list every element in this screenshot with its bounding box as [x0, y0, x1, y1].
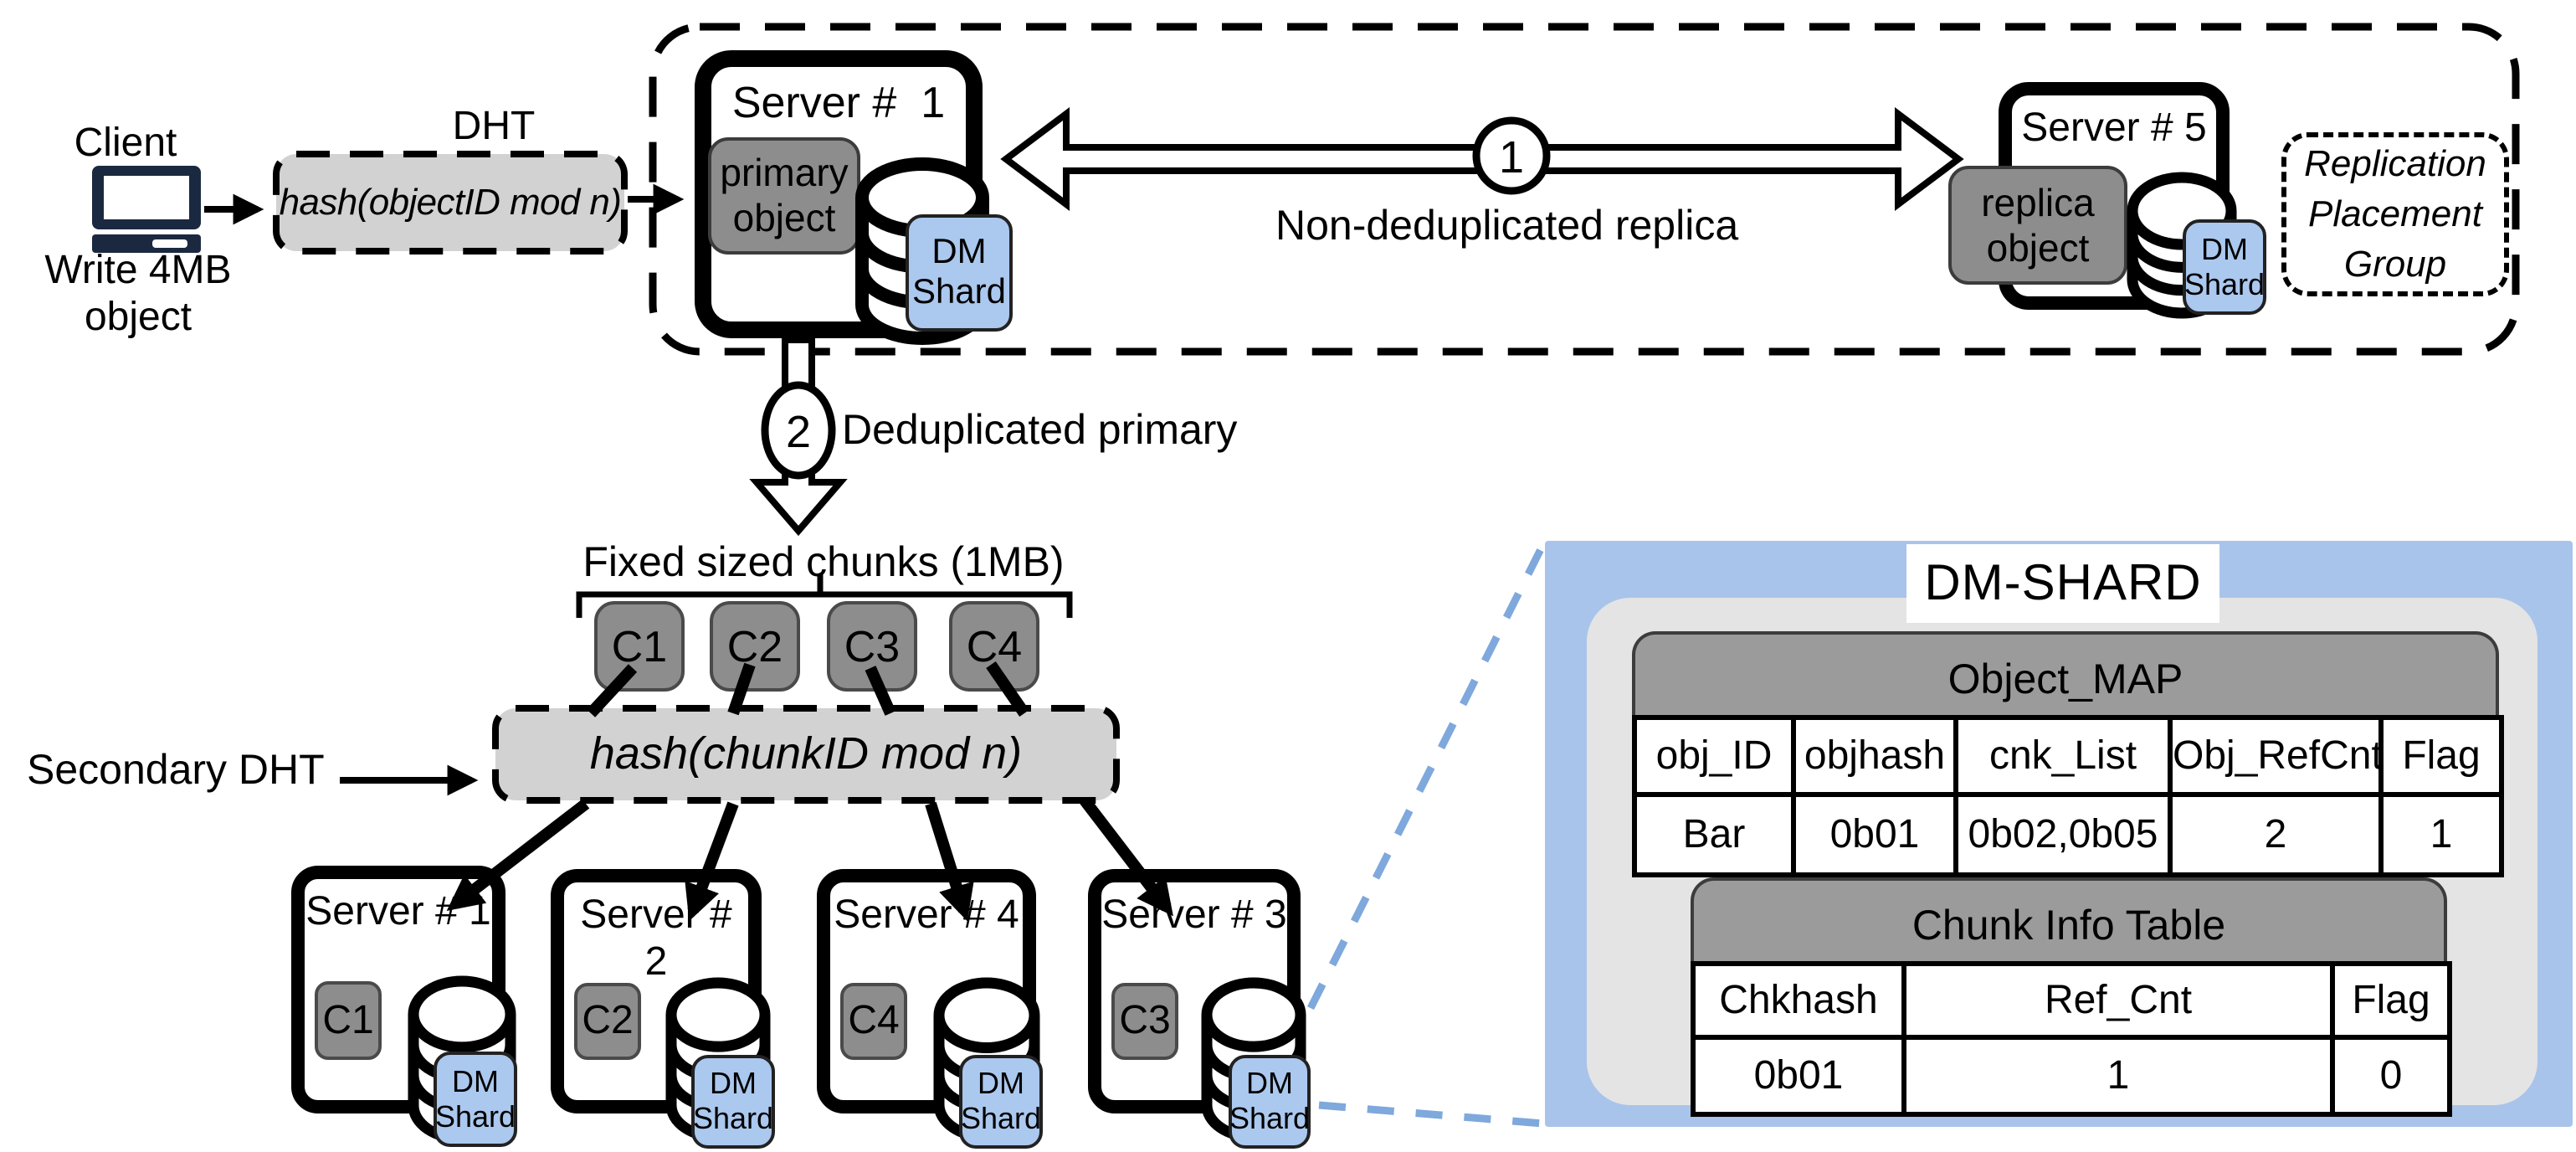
object-map-col-flag: Flag — [2378, 715, 2504, 797]
step2-label: Deduplicated primary — [842, 407, 1238, 454]
replication-group-line3: Group — [2343, 243, 2447, 285]
step2-badge-circle — [761, 381, 836, 480]
fixed-chunks-label: Fixed sized chunks (1MB) — [582, 539, 1065, 586]
chunk-info-col-flag: Flag — [2330, 961, 2452, 1040]
step2-badge: 2 — [786, 407, 811, 457]
shard-line2: Shard — [960, 1102, 1042, 1135]
primary-object-box: primary object — [708, 137, 860, 255]
client-write-line1: Write 4MB — [44, 248, 232, 293]
chunk-info-table: Chkhash Ref_Cnt Flag 0b01 1 0 — [1691, 961, 2452, 1117]
chunk-info-col-ref-cnt: Ref_Cnt — [1901, 961, 2335, 1040]
chunk-server-4-chunk: C4 — [840, 983, 907, 1060]
replica-object-line2: object — [1986, 225, 2090, 269]
step1-badge: 1 — [1499, 132, 1524, 183]
replication-group-dashed-container — [649, 23, 2520, 356]
replica-dm-shard-line1: DM — [2201, 232, 2248, 265]
object-map-header-row: obj_ID objhash cnk_List Obj_RefCnt Flag — [1632, 715, 2504, 797]
object-map-col-obj-refcnt: Obj_RefCnt — [2168, 715, 2384, 797]
chunk-server-2-dm-shard: DM Shard — [691, 1055, 775, 1149]
dm-shard-panel-title: DM-SHARD — [1906, 544, 2219, 623]
chunk-server-3-dm-shard: DM Shard — [1229, 1055, 1311, 1149]
chunk-info-title-bar: Chunk Info Table — [1691, 877, 2447, 961]
chunk-info-cell-ref-cnt: 1 — [1901, 1035, 2335, 1117]
chunk-c3-box: C3 — [827, 601, 917, 692]
object-map-col-cnk-list: cnk_List — [1953, 715, 2173, 797]
primary-dm-shard-line1: DM — [931, 233, 987, 271]
zoom-callout-line-bottom — [1318, 1101, 1544, 1128]
replication-group-line1: Replication — [2304, 142, 2486, 184]
primary-dht-label: DHT — [452, 104, 536, 149]
chunk-server-4-dm-shard: DM Shard — [959, 1055, 1043, 1149]
object-map-cell-obj-refcnt: 2 — [2168, 792, 2384, 877]
step1-label: Non-deduplicated replica — [1275, 203, 1739, 249]
replication-placement-group-box: Replication Placement Group — [2281, 132, 2509, 296]
shard-line1: DM — [978, 1067, 1024, 1100]
shard-line1: DM — [452, 1064, 499, 1098]
object-map-cell-flag: 1 — [2378, 792, 2504, 877]
chunk-info-col-chkhash: Chkhash — [1691, 961, 1906, 1040]
replication-group-line2: Placement — [2308, 193, 2482, 234]
secondary-dht-label: Secondary DHT — [27, 747, 325, 794]
replica-object-line1: replica — [1981, 180, 2095, 224]
chunk-bracket — [576, 574, 1073, 618]
chunk-info-data-row: 0b01 1 0 — [1691, 1035, 2452, 1117]
shard-line1: DM — [710, 1067, 757, 1100]
primary-dht-function: hash(objectID mod n) — [279, 181, 622, 223]
shard-line2: Shard — [434, 1099, 516, 1133]
object-map-cell-cnk-list: 0b02,0b05 — [1953, 792, 2173, 877]
primary-object-line1: primary — [720, 151, 849, 194]
client-write-line2: object — [84, 295, 192, 340]
shard-line2: Shard — [692, 1102, 774, 1135]
object-map-table: obj_ID objhash cnk_List Obj_RefCnt Flag … — [1632, 715, 2504, 877]
replica-dm-shard-line2: Shard — [2183, 267, 2266, 301]
chunk-info-cell-chkhash: 0b01 — [1691, 1035, 1906, 1117]
client-write-label: Write 4MB object — [8, 248, 268, 342]
chunk-server-3-title: Server # 3 — [1101, 892, 1287, 938]
hash-to-server-arrows — [446, 796, 1173, 922]
object-map-cell-objhash: 0b01 — [1791, 792, 1958, 877]
secondary-dht-hash-box — [492, 705, 1120, 804]
shard-line2: Shard — [1229, 1102, 1311, 1135]
replica-dm-shard-box: DM Shard — [2183, 219, 2266, 315]
replica-server-title: Server # 5 — [2021, 105, 2207, 151]
object-map-cell-obj-id: Bar — [1632, 792, 1796, 877]
chunk-server-3-chunk: C3 — [1111, 983, 1178, 1060]
primary-dht-hash-box — [273, 151, 628, 255]
client-computer-icon — [92, 166, 201, 253]
chunk-server-1-chunk: C1 — [315, 981, 382, 1060]
primary-server-title: Server # 1 — [731, 77, 946, 127]
object-map-col-obj-id: obj_ID — [1632, 715, 1796, 797]
step1-badge-circle — [1472, 116, 1551, 195]
chunk-server-2-chunk: C2 — [574, 983, 641, 1060]
chunk-to-hash-connectors — [586, 661, 1029, 717]
secondary-dht-function: hash(chunkID mod n) — [589, 728, 1023, 779]
chunk-server-4-title: Server # 4 — [834, 892, 1019, 938]
replica-object-box: replica object — [1948, 166, 2127, 285]
chunk-info-cell-flag: 0 — [2330, 1035, 2452, 1117]
chunk-server-1-dm-shard: DM Shard — [434, 1052, 517, 1147]
object-map-title-bar: Object_MAP — [1632, 631, 2499, 715]
primary-dm-shard-box: DM Shard — [906, 214, 1013, 332]
object-map-col-objhash: objhash — [1791, 715, 1958, 797]
primary-object-line2: object — [732, 196, 836, 239]
primary-dm-shard-line2: Shard — [911, 273, 1007, 311]
client-label: Client — [74, 121, 177, 166]
object-map-data-row: Bar 0b01 0b02,0b05 2 1 — [1632, 792, 2504, 877]
chunk-info-header-row: Chkhash Ref_Cnt Flag — [1691, 961, 2452, 1040]
chunk-c1-box: C1 — [594, 601, 685, 692]
shard-line1: DM — [1246, 1067, 1293, 1100]
chunk-c2-box: C2 — [710, 601, 800, 692]
